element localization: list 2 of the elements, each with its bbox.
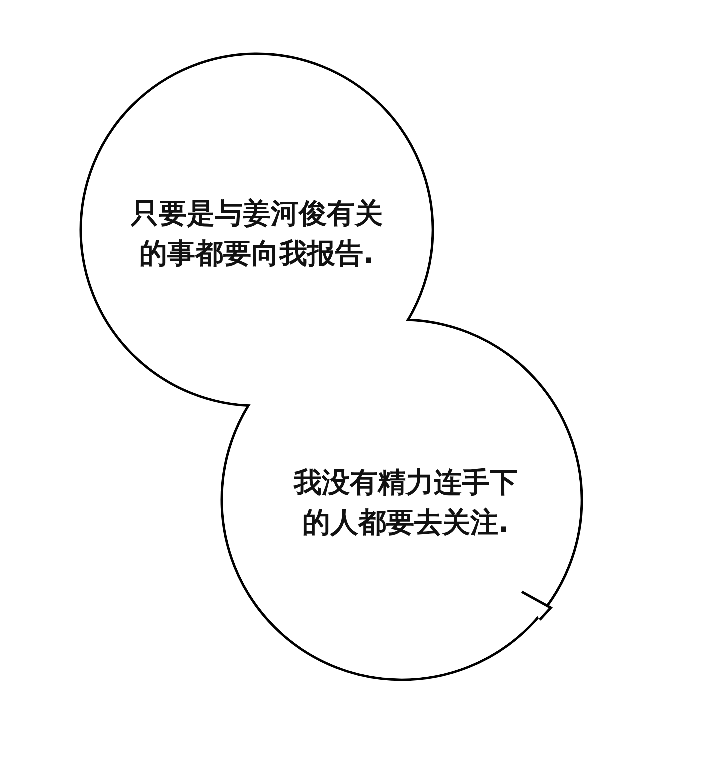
speech-text: 我没有精力连手下的人都要去关注. [292, 465, 519, 541]
speech-text: 只要是与姜河俊有关的事都要向我报告. [130, 196, 384, 272]
